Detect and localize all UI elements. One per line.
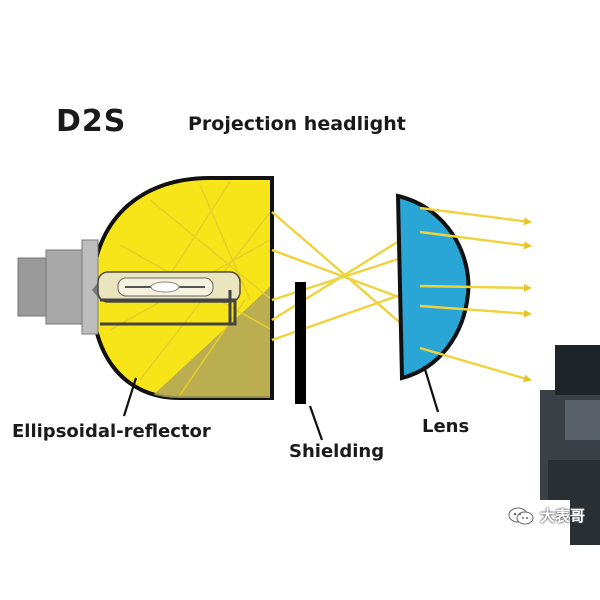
- label-leaders: [122, 365, 440, 441]
- bulb-socket: [17, 239, 100, 335]
- diagram-subtitle: Projection headlight: [188, 113, 406, 135]
- d2s-bulb: [97, 271, 241, 326]
- headlight-photo-partial: [540, 345, 600, 545]
- lens-label: Lens: [422, 416, 470, 437]
- output-rays: [419, 206, 532, 383]
- reflector-label: Ellipsoidal-reflector: [12, 421, 211, 442]
- reflector-shadow: [150, 285, 272, 398]
- diagram-title: D2S: [56, 104, 127, 139]
- shielding-label: Shielding: [289, 441, 385, 462]
- watermark: 大表哥: [508, 505, 585, 526]
- shielding-plate: [295, 282, 306, 404]
- watermark-text: 大表哥: [540, 507, 586, 525]
- wechat-icon: [508, 507, 534, 524]
